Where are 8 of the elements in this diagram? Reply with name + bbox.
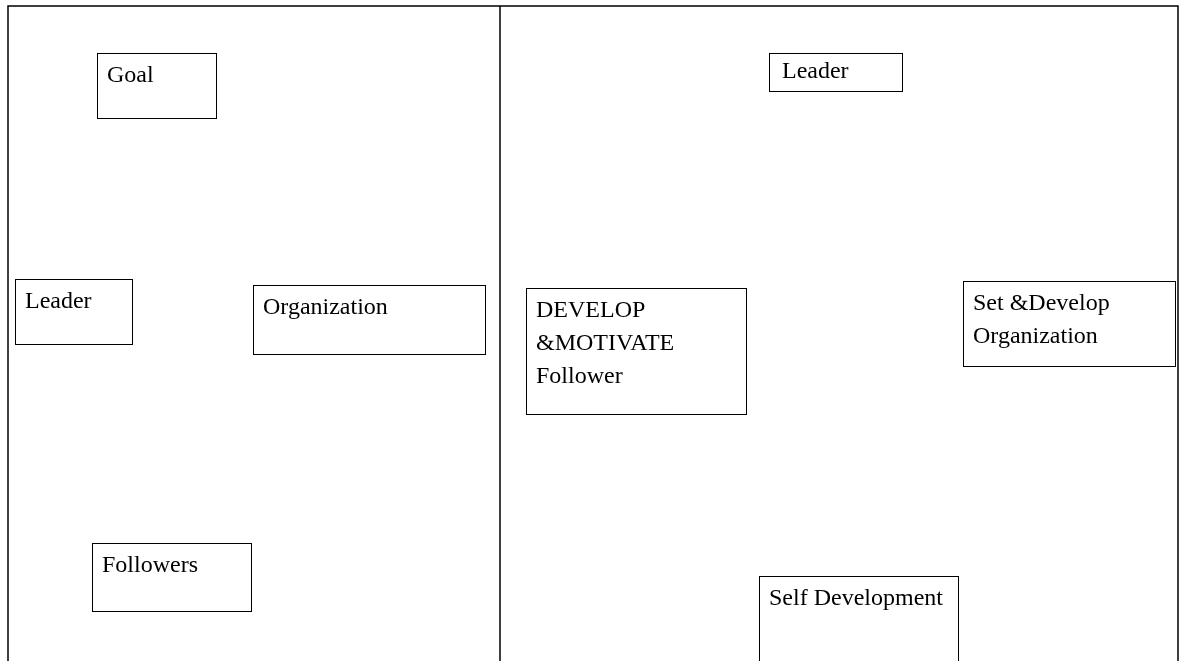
text-box: Followers bbox=[92, 543, 252, 612]
text-box: Leader bbox=[769, 53, 903, 92]
text-box: DEVELOP &MOTIVATE Follower bbox=[526, 288, 747, 415]
text-box: Goal bbox=[97, 53, 217, 119]
text-box: Set &Develop Organization bbox=[963, 281, 1176, 367]
text-box: Self Development bbox=[759, 576, 959, 661]
text-box: Leader bbox=[15, 279, 133, 345]
text-box: Organization bbox=[253, 285, 486, 355]
